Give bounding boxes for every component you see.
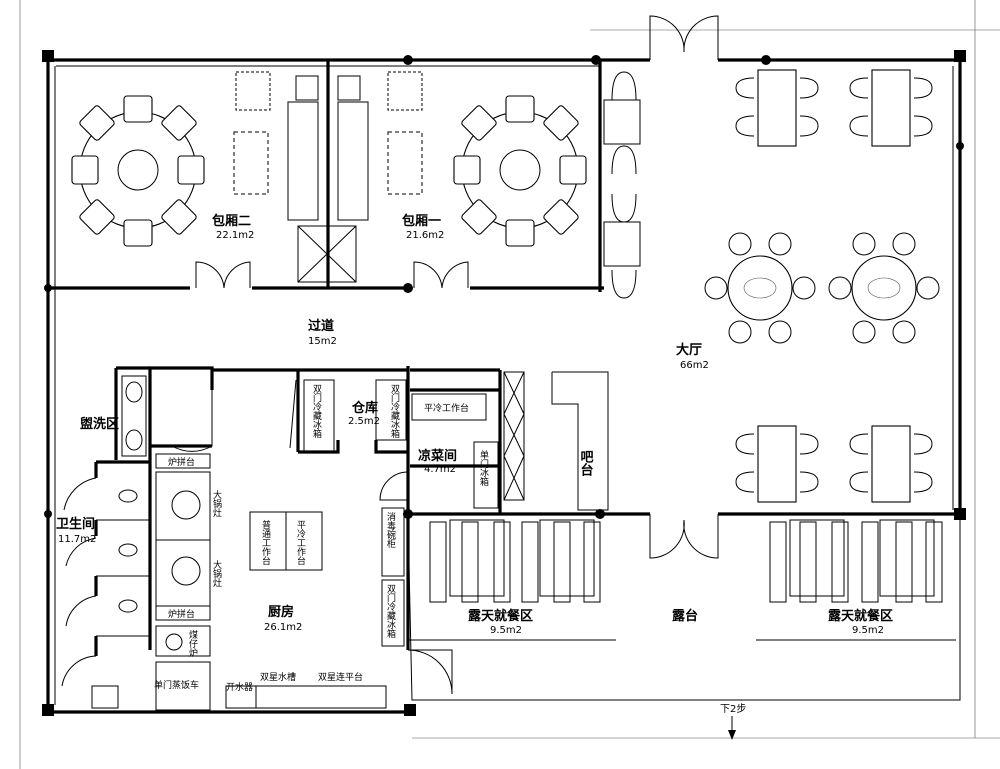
fridge-2-label: 双门冷藏冰箱 — [389, 384, 400, 439]
lianpingtai-label: 双星连平台 — [318, 671, 363, 683]
lupintai-top-label: 炉拼台 — [168, 456, 195, 468]
toilet-area: 11.7m2 — [58, 534, 96, 545]
shuicao-label: 双星水槽 — [260, 671, 296, 683]
lounge-furniture — [233, 71, 423, 283]
room-two-area: 22.1m2 — [216, 230, 254, 241]
terrace: 露天就餐区 9.5m2 露台 露天就餐区 9.5m2 下2步 — [429, 519, 943, 740]
daguozao-1-label: 大锅灶 — [211, 489, 222, 518]
cold-room-name: 凉菜间 — [418, 448, 457, 464]
bar-name: 吧台 — [578, 450, 594, 477]
toilet-name: 卫生间 — [56, 516, 95, 532]
washbasin-name: 盥洗区 — [80, 416, 119, 432]
putong-gongzuotai-label: 普通工作台 — [260, 519, 271, 566]
zhengfanche-label: 单门蒸饭车 — [154, 679, 199, 691]
lupintai-bottom-label: 炉拼台 — [168, 608, 195, 620]
kaishuiqi-label: 开水器 — [226, 681, 253, 693]
storage-area: 2.5m2 — [348, 416, 380, 427]
kitchen-name: 厨房 — [268, 604, 294, 620]
terrace-right-name: 露天就餐区 — [828, 608, 893, 624]
cold-room-area: 4.7m2 — [424, 464, 456, 475]
hall-name: 大厅 — [676, 342, 702, 358]
storage-name: 仓库 — [351, 400, 378, 416]
pingleng-gongzuotai-c-label: 平冷工作台 — [424, 402, 469, 414]
daguozao-2-label: 大锅灶 — [211, 559, 222, 588]
terrace-left-area: 9.5m2 — [490, 625, 522, 636]
round-tables — [704, 232, 940, 344]
dining-hall: 大厅 66m2 吧台 — [551, 15, 940, 559]
step-note: 下2步 — [720, 703, 746, 715]
room-two-name: 包厢二 — [212, 213, 251, 229]
square-tables — [735, 69, 933, 503]
room-one-name: 包厢一 — [402, 213, 441, 229]
hall-area: 66m2 — [680, 360, 709, 371]
fridge-1-label: 双门冷藏冰箱 — [311, 384, 322, 439]
kitchen-block: 炉拼台 炉拼台 大锅灶 大锅灶 煤仔炉 普通工作台 平冷工作台 平冷工作台 单门… — [148, 366, 525, 711]
outer-walls — [19, 0, 1000, 769]
washroom: 盥洗区 卫生间 11.7m2 — [56, 366, 150, 709]
fridge-3-label: 消毒碗柜 — [385, 511, 396, 549]
chairs-room-two — [71, 95, 205, 247]
danmen-bingxiang-label: 单门冰箱 — [478, 449, 489, 487]
columns — [42, 50, 966, 716]
corridor-name: 过道 — [308, 318, 334, 334]
terrace-right-area: 9.5m2 — [852, 625, 884, 636]
fridge-4-label: 双门冷藏冰箱 — [385, 584, 396, 639]
terrace-left-name: 露天就餐区 — [468, 608, 533, 624]
private-rooms: 包厢二 22.1m2 包厢一 21.6m2 — [48, 60, 604, 292]
chairs-room-one — [453, 95, 587, 247]
zhakuailu-label: 煤仔炉 — [187, 629, 198, 658]
pingleng-gongzuotai-k-label: 平冷工作台 — [295, 520, 306, 566]
terrace-name: 露台 — [672, 608, 698, 624]
corridor-area: 15m2 — [308, 336, 337, 347]
room-one-area: 21.6m2 — [406, 230, 444, 241]
kitchen-area: 26.1m2 — [264, 622, 302, 633]
